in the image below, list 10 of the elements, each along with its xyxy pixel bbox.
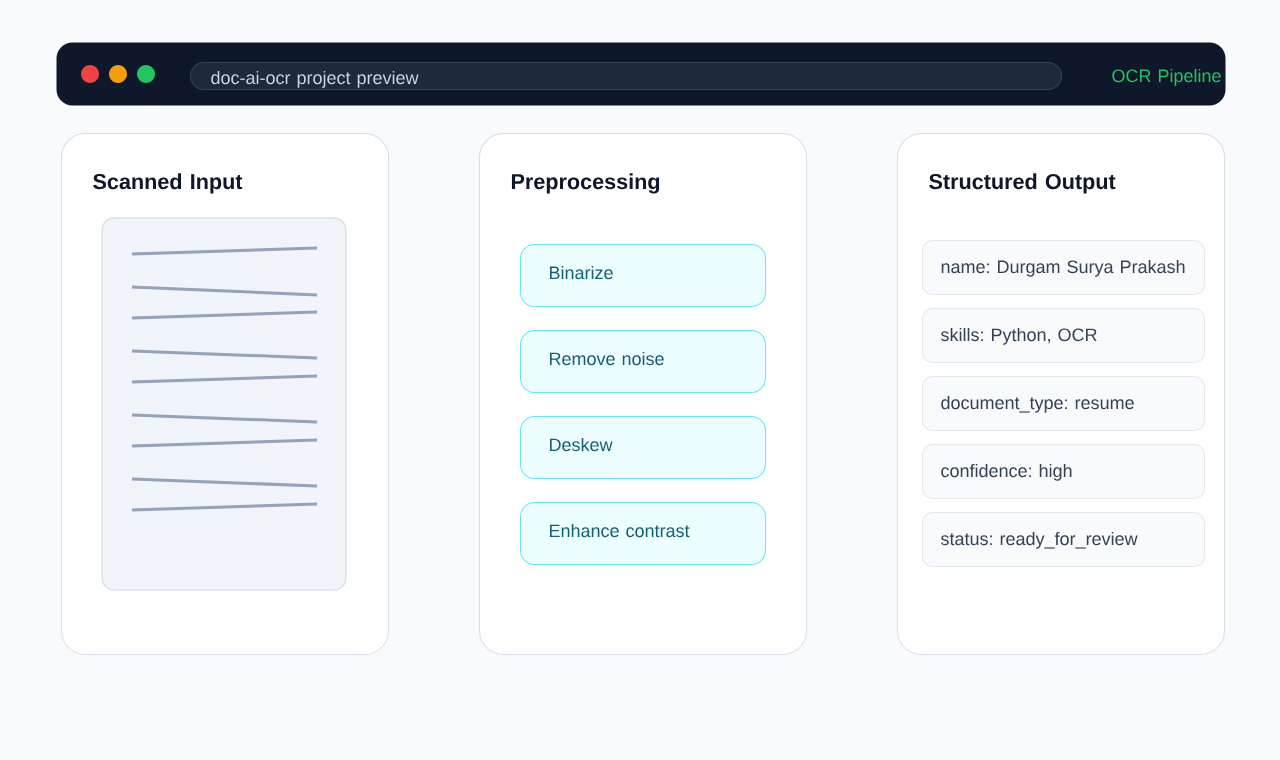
field-box: document_type: resume xyxy=(922,376,1205,431)
step-box: Binarize xyxy=(520,244,766,307)
field-box: name: Durgam Surya Prakash xyxy=(922,240,1205,295)
field-box: skills: Python, OCR xyxy=(922,308,1205,363)
step-box: Enhance contrast xyxy=(520,502,766,565)
field-box: status: ready_for_review xyxy=(922,512,1205,567)
step-box: Remove noise xyxy=(520,330,766,393)
step-box: Deskew xyxy=(520,416,766,479)
field-box: confidence: high xyxy=(922,444,1205,499)
address-bar: doc-ai-ocr project preview xyxy=(190,62,1062,90)
